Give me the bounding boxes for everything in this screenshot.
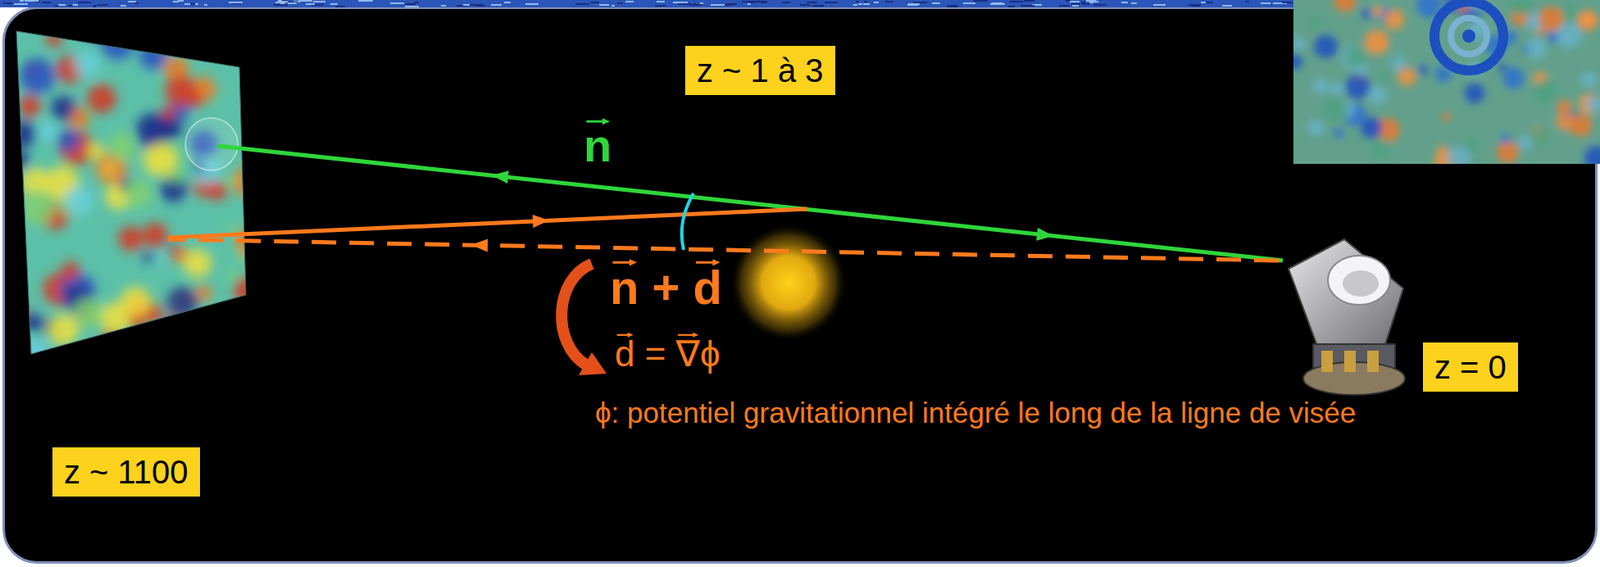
redshift-label: z = 0	[1434, 349, 1507, 386]
vector-n: n	[583, 122, 612, 169]
orange-ray	[168, 209, 808, 238]
deflection-formula: d = ∇ϕ	[614, 336, 721, 373]
green-ray	[217, 145, 1283, 261]
orange-arrowhead	[532, 213, 550, 228]
inset-map	[1293, 0, 1600, 164]
map-edge	[16, 31, 246, 355]
redshift-box: z ~ 1 à 3	[685, 45, 836, 96]
map-spot	[185, 118, 238, 171]
orange-arrowhead	[471, 238, 488, 252]
deflection-angle	[681, 193, 694, 250]
curved-arrow	[561, 263, 592, 366]
potential-note: ϕ: potentiel gravitationnel intégré le l…	[595, 398, 1356, 428]
redshift-label: z ~ 1100	[63, 454, 189, 491]
redshift-box: z = 0	[1422, 342, 1519, 392]
telescope	[1288, 239, 1405, 396]
apparent-ray	[168, 239, 1279, 261]
redshift-box: z ~ 1100	[52, 447, 200, 497]
curved-arrowhead	[578, 352, 607, 376]
redshift-label: z ~ 1 à 3	[696, 52, 824, 89]
cmb-map	[0, 14, 264, 373]
vector-sum: n + d	[609, 263, 723, 312]
green-arrowhead	[1036, 227, 1055, 243]
green-arrowhead	[490, 168, 510, 184]
lens-mass	[729, 223, 848, 342]
